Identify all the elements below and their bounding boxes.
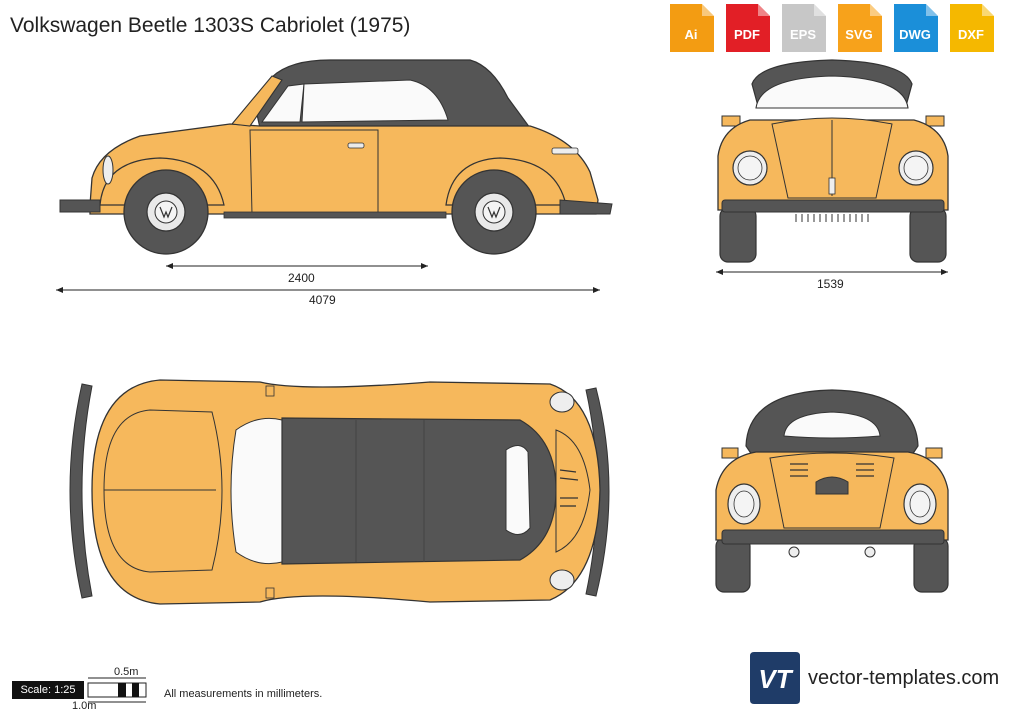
file-icon [726,4,770,52]
format-badge-eps[interactable]: EPS [780,4,826,52]
file-icon [950,4,994,52]
format-badge-ai[interactable]: Ai [668,4,714,52]
measurement-note: All measurements in millimeters. [164,688,323,700]
scale-half-meter: 0.5m [114,666,139,678]
rear-view [715,389,949,593]
dimension-lines-side [56,263,948,293]
scale-bar [87,677,147,703]
format-badges: Ai PDF EPS SVG DWG DXF [668,4,1008,56]
page-title: Volkswagen Beetle 1303S Cabriolet (1975) [10,14,411,37]
vt-logo-icon: VT [750,652,800,704]
side-view [59,59,613,255]
file-icon [894,4,938,52]
top-view [69,379,610,605]
file-icon [670,4,714,52]
file-icon [838,4,882,52]
scale-meter: 1.0m [72,700,97,712]
brand-logo[interactable]: VT [750,652,800,704]
file-icon [782,4,826,52]
logo-letters: VT [758,664,793,694]
width-label: 1539 [817,277,844,291]
scale-label: Scale: 1:25 [12,681,84,699]
format-badge-pdf[interactable]: PDF [724,4,770,52]
length-label: 4079 [309,293,336,307]
front-view [717,59,949,263]
format-badge-svg[interactable]: SVG [836,4,882,52]
format-badge-dxf[interactable]: DXF [948,4,994,52]
wheelbase-label: 2400 [288,271,315,285]
format-badge-dwg[interactable]: DWG [892,4,938,52]
brand-name[interactable]: vector-templates.com [808,667,1000,689]
